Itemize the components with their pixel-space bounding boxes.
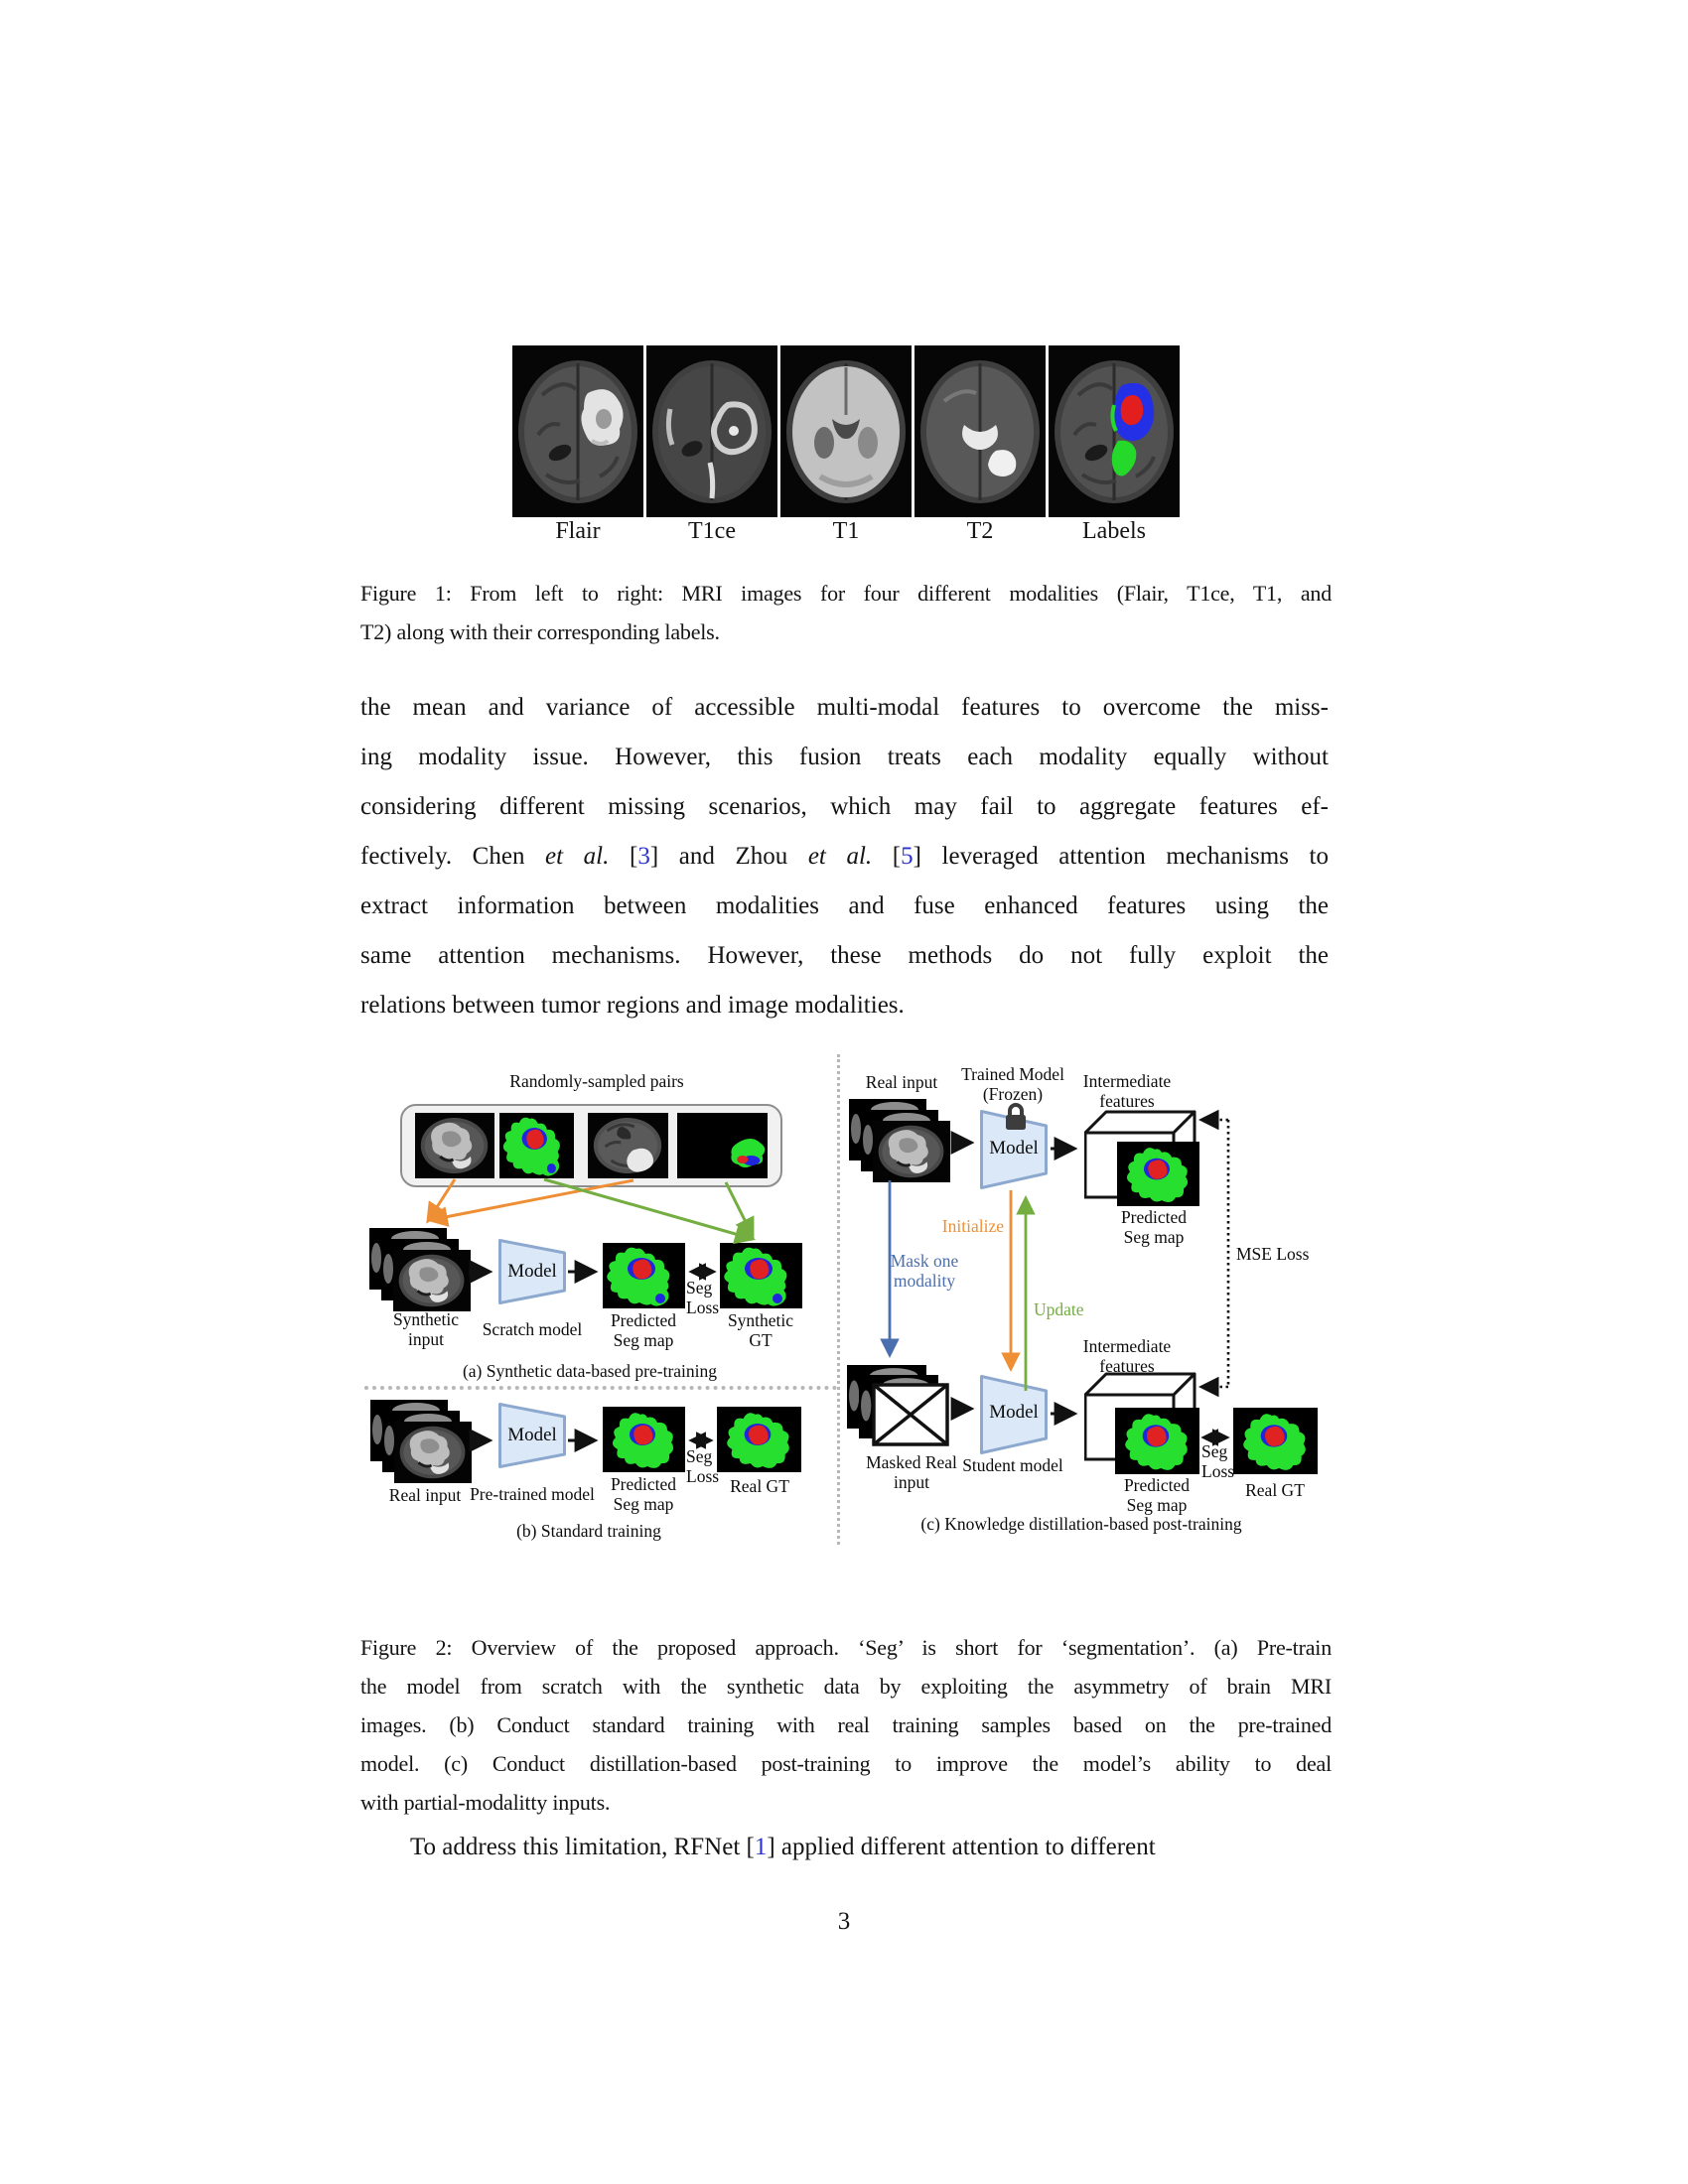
body-text: [	[609, 843, 638, 870]
figure1-image-flair	[512, 345, 643, 517]
mask-one-modality-label: Mask one modality	[890, 1251, 959, 1291]
citation-1[interactable]: 1	[754, 1834, 768, 1860]
initialize-label: Initialize	[941, 1216, 1004, 1236]
body-line: To address this limitation, RFNet [1] ap…	[360, 1823, 1329, 1872]
figure1-image-t1	[780, 345, 912, 517]
body-text: [	[872, 843, 902, 870]
real-gt-label: Real GT	[1245, 1480, 1305, 1500]
student-model-label: Student model	[962, 1455, 1063, 1475]
figure1-image-t2	[914, 345, 1046, 517]
lock-icon	[1003, 1101, 1029, 1133]
body-line: ing modality issue. However, this fusion…	[360, 744, 1329, 770]
body-paragraph-1: the mean and variance of accessible mult…	[360, 683, 1329, 1030]
figure2-horizontal-divider	[364, 1386, 837, 1390]
body-line: extract information between modalities a…	[360, 892, 1329, 919]
masked-real-input-label: Masked Real input	[866, 1452, 957, 1492]
scratch-model-shape	[498, 1239, 566, 1304]
predicted-seg-map-label: Predicted Seg map	[610, 1474, 677, 1514]
figure2-vertical-divider	[837, 1054, 840, 1545]
body-text: fectively. Chen	[360, 843, 546, 870]
figure2c-caption: (c) Knowledge distillation-based post-tr…	[920, 1514, 1242, 1534]
figure1-label-flair: Flair	[555, 518, 601, 544]
intermediate-features-label: Intermediate features	[1082, 1071, 1172, 1111]
figure1-caption-line2: T2) along with their corresponding label…	[360, 619, 720, 644]
figure2-caption-line: Figure 2: Overview of the proposed appro…	[360, 1635, 1332, 1660]
real-input-image	[394, 1422, 472, 1483]
body-text: ] applied different attention to differe…	[767, 1834, 1156, 1860]
randomly-sampled-pairs-title: Randomly-sampled pairs	[509, 1071, 684, 1091]
figure2b-caption: (b) Standard training	[516, 1521, 661, 1541]
body-text: ] leveraged attention mechanisms to	[913, 843, 1329, 870]
seg-loss-label: Seg Loss	[686, 1446, 720, 1486]
figure1-label-labels: Labels	[1082, 518, 1146, 544]
masked-input-x-image	[872, 1383, 949, 1446]
scratch-model-label: Scratch model	[482, 1319, 583, 1339]
predicted-seg-map-image	[1115, 1408, 1199, 1474]
figure2-diagram: Randomly-sampled pairs Synthetic input M…	[362, 1052, 1336, 1549]
trained-model-frozen-label: Trained Model (Frozen)	[961, 1064, 1064, 1104]
figure2-caption: Figure 2: Overview of the proposed appro…	[360, 1628, 1332, 1822]
synthetic-input-image	[393, 1250, 471, 1311]
synthetic-gt-label: Synthetic GT	[727, 1310, 794, 1350]
et-al-italic: et al.	[807, 843, 873, 870]
model-text: Model	[989, 1402, 1039, 1423]
pretrained-model-shape	[498, 1403, 566, 1468]
pair-seg-image	[677, 1113, 768, 1178]
page-number: 3	[837, 1908, 851, 1935]
figure1-image-t1ce	[646, 345, 777, 517]
synthetic-input-label: Synthetic input	[392, 1309, 460, 1349]
figure2-caption-line: images. (b) Conduct standard training wi…	[360, 1712, 1332, 1737]
model-text: Model	[507, 1425, 557, 1445]
pair-mri-image	[415, 1113, 494, 1178]
real-gt-label: Real GT	[730, 1476, 789, 1496]
body-text: To address this limitation, RFNet [	[410, 1834, 755, 1860]
figure1-caption: Figure 1: From left to right: MRI images…	[360, 574, 1332, 651]
figure1-label-t1ce: T1ce	[688, 518, 736, 544]
body-line: the mean and variance of accessible mult…	[360, 694, 1329, 721]
predicted-seg-map-image	[603, 1243, 685, 1308]
body-paragraph-2: To address this limitation, RFNet [1] ap…	[360, 1823, 1329, 1872]
seg-loss-label: Seg Loss	[1201, 1441, 1235, 1481]
figure2-caption-line: model. (c) Conduct distillation-based po…	[360, 1751, 1332, 1776]
citation-5[interactable]: 5	[901, 843, 914, 870]
update-label: Update	[1034, 1299, 1084, 1319]
real-input-image	[873, 1121, 950, 1182]
figure1-modality-labels: Flair T1ce T1 T2 Labels	[512, 518, 1180, 545]
mse-loss-label: MSE Loss	[1236, 1244, 1310, 1264]
predicted-seg-map-label: Predicted Seg map	[1120, 1207, 1188, 1247]
figure1-caption-line1: Figure 1: From left to right: MRI images…	[360, 581, 1332, 606]
body-text: ] and Zhou	[649, 843, 808, 870]
et-al-italic: et al.	[545, 843, 610, 870]
intermediate-features-label: Intermediate features	[1082, 1336, 1172, 1376]
figure1-image-labels	[1049, 345, 1180, 517]
real-gt-image	[1233, 1408, 1318, 1474]
body-line: fectively. Chen et al. [3] and Zhou et a…	[360, 832, 1329, 882]
predicted-seg-map-image	[1117, 1142, 1199, 1206]
citation-3[interactable]: 3	[637, 843, 650, 870]
real-gt-image	[717, 1407, 801, 1472]
figure1-label-t1: T1	[832, 518, 860, 544]
real-input-label: Real input	[388, 1485, 462, 1505]
predicted-seg-map-label: Predicted Seg map	[1123, 1475, 1191, 1515]
body-line: considering different missing scenarios,…	[360, 793, 1329, 820]
body-line: same attention mechanisms. However, thes…	[360, 942, 1329, 969]
figure2a-caption: (a) Synthetic data-based pre-training	[462, 1361, 718, 1381]
pretrained-model-label: Pre-trained model	[470, 1484, 595, 1504]
figure2-caption-line: the model from scratch with the syntheti…	[360, 1674, 1332, 1699]
seg-loss-label: Seg Loss	[686, 1278, 720, 1317]
synthetic-gt-image	[720, 1243, 802, 1308]
predicted-seg-map-image	[603, 1407, 685, 1472]
figure2-caption-line: with partial-modalitty inputs.	[360, 1790, 611, 1815]
real-input-label: Real input	[865, 1072, 938, 1092]
figure1-image-strip	[512, 345, 1180, 517]
pair-mri-image	[588, 1113, 668, 1178]
predicted-seg-map-label: Predicted Seg map	[610, 1310, 677, 1350]
figure1-label-t2: T2	[966, 518, 994, 544]
model-text: Model	[507, 1261, 557, 1282]
pair-seg-image	[499, 1113, 574, 1178]
body-line: relations between tumor regions and imag…	[360, 992, 905, 1019]
model-text: Model	[989, 1138, 1039, 1159]
